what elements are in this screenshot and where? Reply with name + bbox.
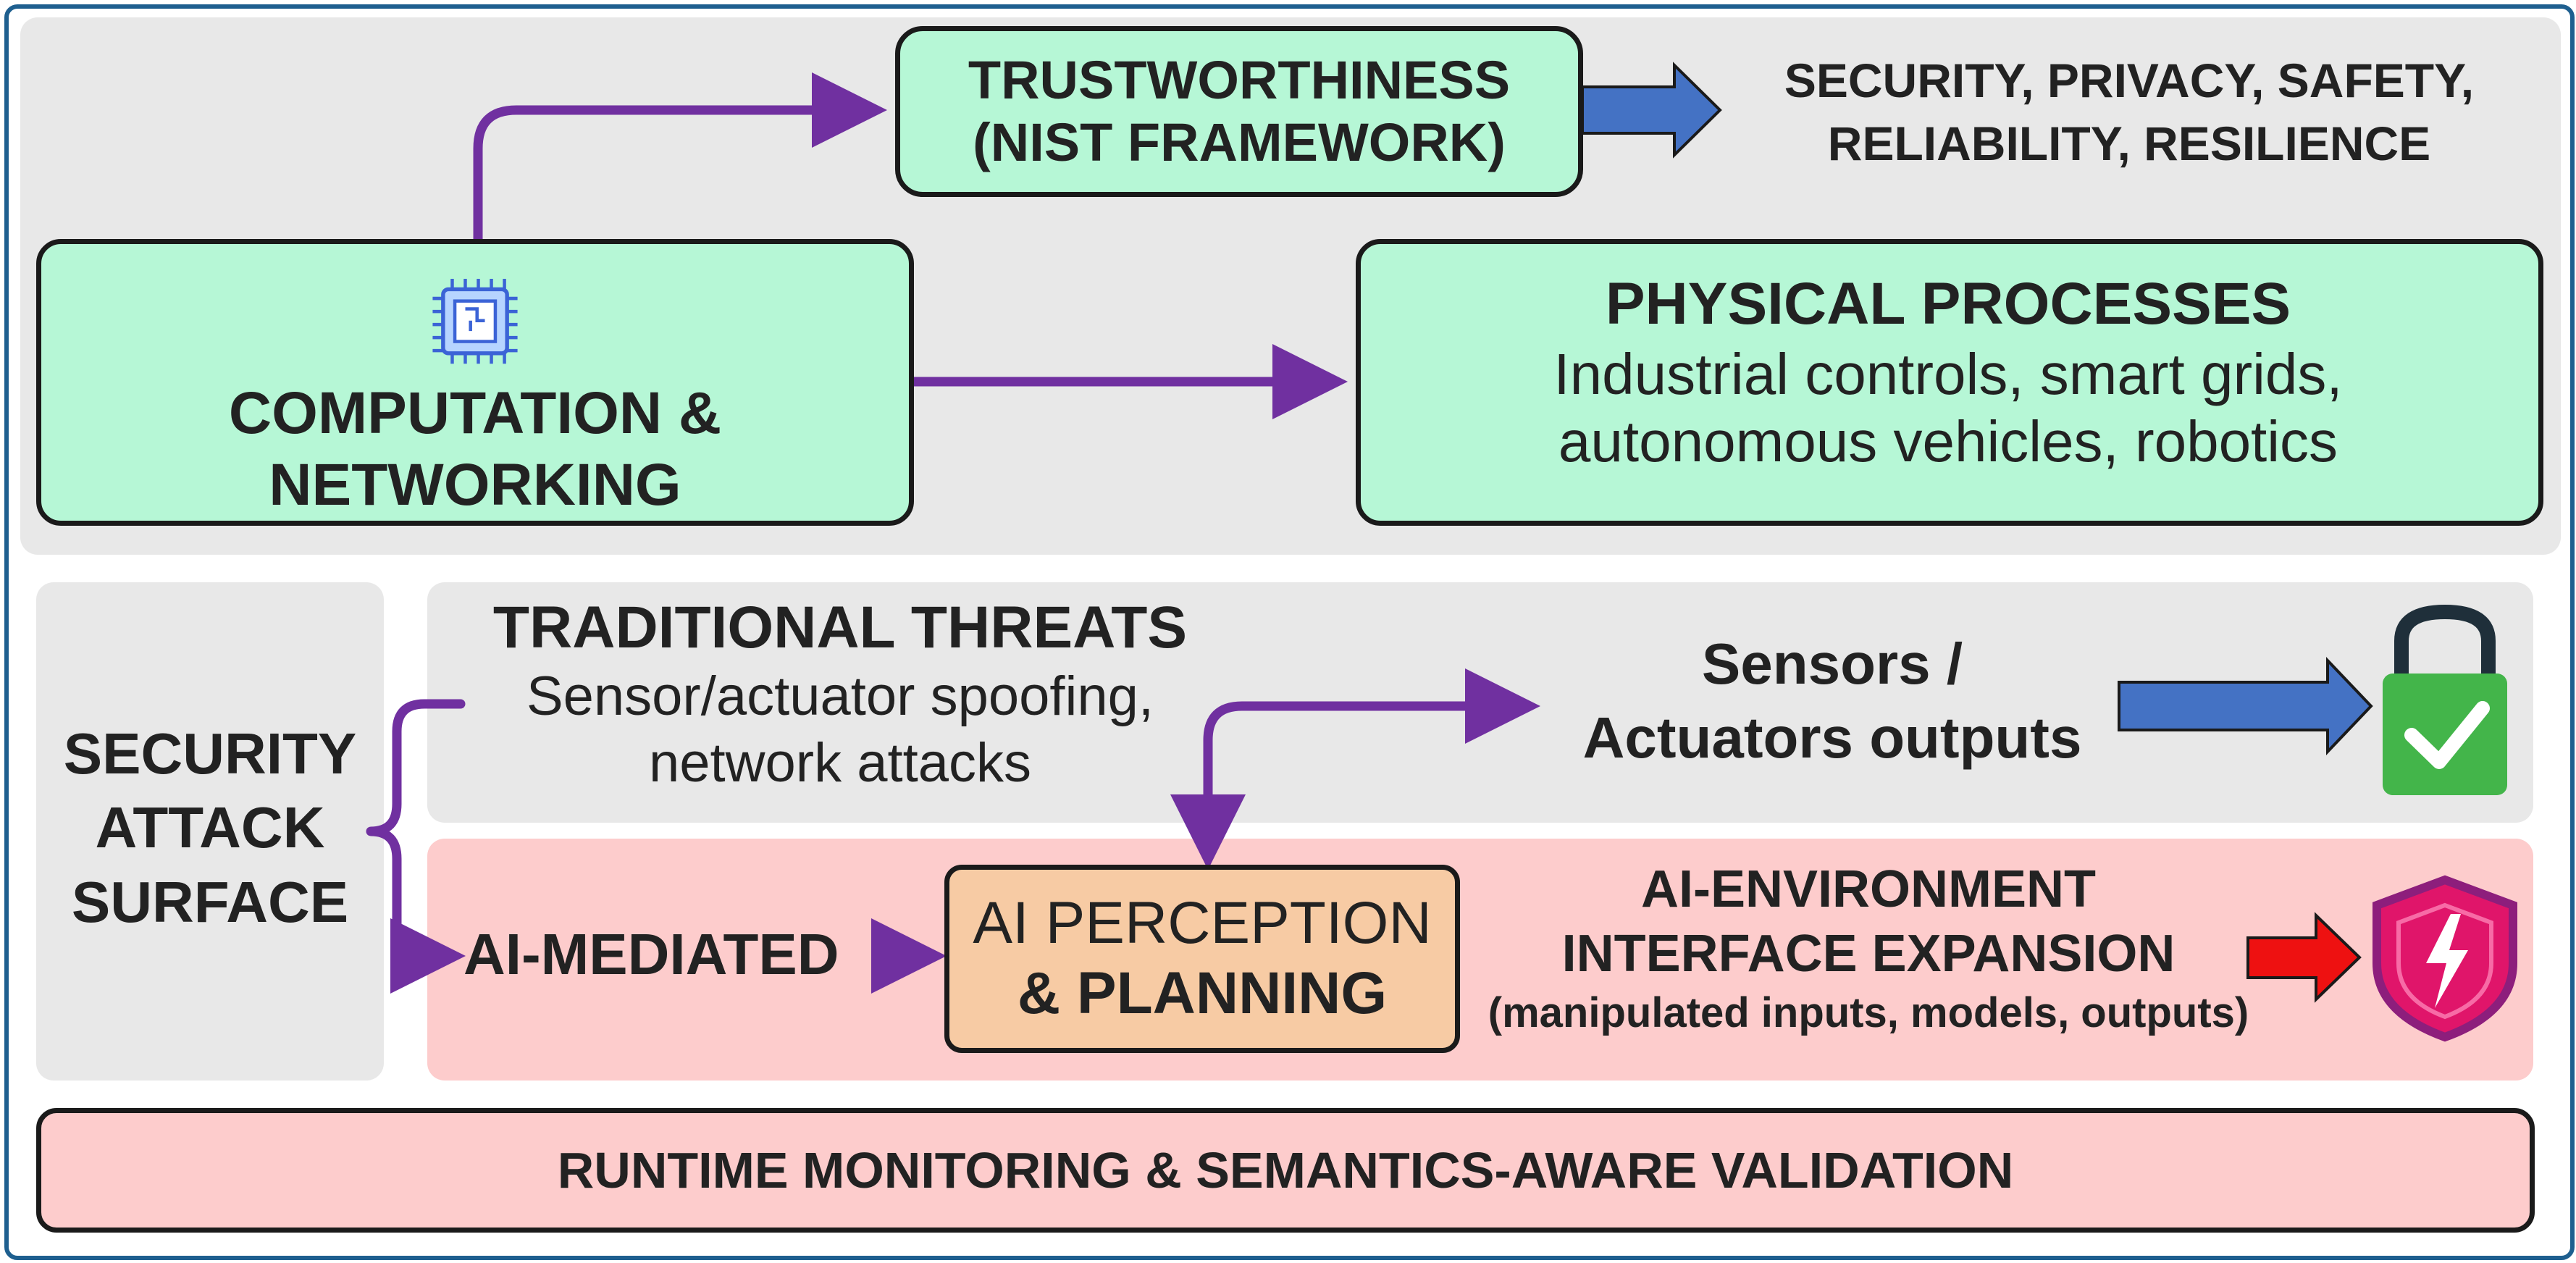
trustworthiness-box: TRUSTWORTHINESS (NIST FRAMEWORK)	[895, 26, 1583, 197]
ai-interface-line3: (manipulated inputs, models, outputs)	[1488, 989, 2249, 1036]
physical-line2: autonomous vehicles, robotics	[1558, 408, 2338, 474]
sensors-actuators-text: Sensors / Actuators outputs	[1535, 627, 2129, 776]
computation-box: COMPUTATION & NETWORKING	[36, 239, 914, 526]
ai-mediated-panel	[427, 839, 2533, 1081]
computation-line2: NETWORKING	[269, 451, 681, 518]
cpu-chip-icon	[432, 279, 518, 364]
physical-title: PHYSICAL PROCESSES	[1605, 271, 2291, 337]
ai-interface-line1: AI-ENVIRONMENT	[1641, 860, 2096, 918]
trust-outputs-line2: RELIABILITY, RESILIENCE	[1827, 117, 2431, 171]
trust-output-block-arrow	[1581, 62, 1722, 159]
attack-surface-line2: ATTACK	[95, 795, 325, 860]
attack-surface-line3: SURFACE	[71, 869, 349, 934]
ai-interface-line2: INTERFACE EXPANSION	[1561, 925, 2176, 983]
ai-perception-line1: AI PERCEPTION	[973, 890, 1432, 957]
physical-processes-box	[1356, 239, 2543, 526]
perception-to-sensors-arrow	[1203, 668, 1540, 820]
trust-outputs-text: SECURITY, PRIVACY, SAFETY, RELIABILITY, …	[1731, 49, 2527, 175]
ai-perception-line2: & PLANNING	[1017, 960, 1388, 1026]
ai-mediated-label: AI-MEDIATED	[463, 922, 839, 986]
shield-alert-icon	[2372, 875, 2517, 1042]
computation-to-trust-arrow	[473, 72, 887, 250]
sensors-output-block-arrow	[2118, 657, 2373, 755]
ai-perception-box: AI PERCEPTION & PLANNING	[944, 865, 1460, 1053]
physical-line1: Industrial controls, smart grids,	[1553, 342, 2343, 407]
sensors-line2: Actuators outputs	[1582, 705, 2082, 771]
runtime-monitoring-bar: RUNTIME MONITORING & SEMANTICS-AWARE VAL…	[36, 1108, 2535, 1233]
ai-interface-red-block-arrow	[2246, 912, 2362, 1003]
lock-check-icon	[2383, 604, 2507, 795]
traditional-line1: Sensor/actuator spoofing,	[526, 666, 1154, 728]
attack-surface-panel	[36, 582, 384, 1081]
trust-line2: (NIST FRAMEWORK)	[973, 112, 1506, 172]
traditional-threats-text: TRADITIONAL THREATS Sensor/actuator spoo…	[435, 592, 1246, 796]
traditional-line2: network attacks	[649, 731, 1031, 794]
trust-outputs-line1: SECURITY, PRIVACY, SAFETY,	[1784, 54, 2475, 107]
attack-surface-brace	[366, 699, 466, 994]
attack-surface-label: SECURITY ATTACK SURFACE	[38, 717, 382, 939]
trust-line1: TRUSTWORTHINESS	[968, 50, 1511, 111]
computation-line1: COMPUTATION &	[228, 380, 722, 447]
traditional-title: TRADITIONAL THREATS	[492, 595, 1188, 660]
sensors-line1: Sensors /	[1701, 632, 1963, 696]
runtime-label: RUNTIME MONITORING & SEMANTICS-AWARE VAL…	[557, 1142, 2014, 1199]
ai-interface-text: AI-ENVIRONMENT INTERFACE EXPANSION (mani…	[1477, 857, 2260, 1038]
attack-surface-line1: SECURITY	[63, 721, 357, 786]
physical-processes-text: PHYSICAL PROCESSES Industrial controls, …	[1514, 269, 2383, 476]
